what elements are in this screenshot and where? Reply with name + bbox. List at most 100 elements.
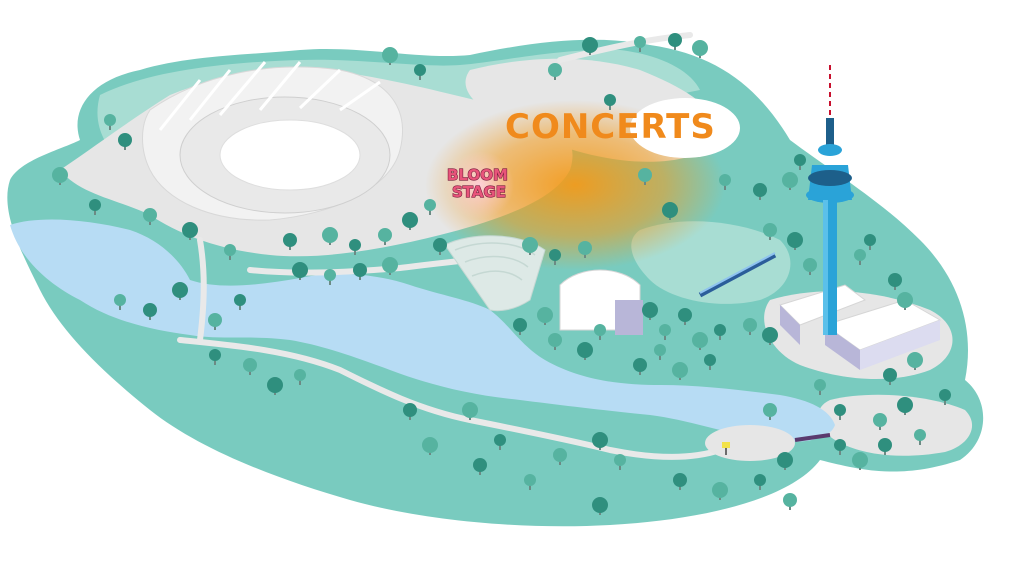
tree-icon [897, 292, 913, 310]
tree-icon [852, 452, 868, 470]
flag-icon [722, 442, 730, 455]
tree-icon [548, 63, 562, 80]
tree-icon [267, 377, 283, 395]
tree-icon [743, 318, 757, 335]
tree-icon [873, 413, 887, 430]
tree-icon [104, 114, 116, 130]
hall-building [779, 284, 942, 370]
tree-icon [578, 241, 592, 258]
tree-icon [782, 172, 798, 190]
tree-icon [814, 379, 826, 395]
tree-icon [642, 302, 658, 320]
tree-icon [513, 318, 527, 335]
stadium-icon[interactable] [142, 61, 403, 221]
tree-icon [549, 249, 561, 265]
concerts-label[interactable]: CONCERTS [505, 98, 740, 158]
tree-icon [714, 324, 726, 340]
tree-icon [424, 199, 436, 215]
tree-icon [224, 244, 236, 260]
tree-icon [787, 232, 803, 250]
tree-icon [594, 324, 606, 340]
tree-icon [143, 303, 157, 320]
tree-icon [704, 354, 716, 370]
tree-icon [834, 439, 846, 455]
tree-icon [614, 454, 626, 470]
tree-icon [864, 234, 876, 250]
tree-icon [897, 397, 913, 415]
tree-icon [403, 403, 417, 420]
tree-icon [592, 497, 608, 515]
tree-icon [234, 294, 246, 310]
tree-icon [324, 269, 336, 285]
tree-icon [673, 473, 687, 490]
tree-icon [754, 474, 766, 490]
tree-icon [763, 403, 777, 420]
tree-icon [208, 313, 222, 330]
tree-icon [292, 262, 308, 280]
bridge-icon [794, 433, 831, 442]
tree-icon [914, 429, 926, 445]
tree-icon [52, 167, 68, 185]
tree-icon [719, 174, 731, 190]
tree-icon [878, 438, 892, 455]
tree-icon [592, 432, 608, 450]
tree-icon [803, 258, 817, 275]
tree-icon [422, 437, 438, 455]
tree-icon [143, 208, 157, 225]
tree-icon [382, 257, 398, 275]
tree-icon [783, 493, 797, 510]
tree-icon [634, 36, 646, 52]
tree-icon [672, 362, 688, 380]
tree-icon [294, 369, 306, 385]
tree-icon [382, 47, 398, 65]
tree-icon [182, 222, 198, 240]
tree-icon [537, 307, 553, 325]
tree-icon [553, 448, 567, 465]
tree-icon [794, 154, 806, 170]
tree-icon [654, 344, 666, 360]
tree-icon [659, 324, 671, 340]
tree-group [52, 33, 951, 515]
tree-icon [712, 482, 728, 500]
bridge-icon [698, 252, 777, 298]
island [705, 425, 795, 461]
bloom-stage-text-line1: BLOOM [447, 166, 508, 184]
tree-icon [524, 474, 536, 490]
tree-icon [118, 133, 132, 150]
tree-icon [777, 452, 793, 470]
tree-icon [378, 228, 392, 245]
tree-icon [114, 294, 126, 310]
tree-icon [763, 223, 777, 240]
tree-icon [494, 434, 506, 450]
tree-icon [939, 389, 951, 405]
tree-icon [582, 37, 598, 55]
tree-icon [402, 212, 418, 230]
amphitheater-icon[interactable] [444, 235, 546, 312]
tv-tower-icon[interactable] [806, 65, 854, 335]
lake [10, 219, 835, 442]
tree-icon [414, 64, 426, 80]
pavilion-building [559, 269, 643, 335]
tree-icon [888, 273, 902, 290]
tree-icon [762, 327, 778, 345]
tree-icon [473, 458, 487, 475]
bloom-stage-label[interactable]: BLOOM STAGE [446, 151, 514, 219]
bloom-stage-text-line2: STAGE [452, 183, 506, 201]
tree-icon [462, 402, 478, 420]
concerts-text: CONCERTS [505, 107, 716, 147]
tree-icon [89, 199, 101, 215]
tree-icon [243, 358, 257, 375]
walking-path [197, 237, 207, 343]
tree-icon [692, 332, 708, 350]
tree-icon [353, 263, 367, 280]
tree-icon [662, 202, 678, 220]
tree-icon [604, 94, 616, 110]
tree-icon [834, 404, 846, 420]
tree-icon [209, 349, 221, 365]
east-plaza [818, 394, 973, 456]
tree-icon [349, 239, 361, 255]
tree-icon [283, 233, 297, 250]
tree-icon [883, 368, 897, 385]
tree-icon [548, 333, 562, 350]
